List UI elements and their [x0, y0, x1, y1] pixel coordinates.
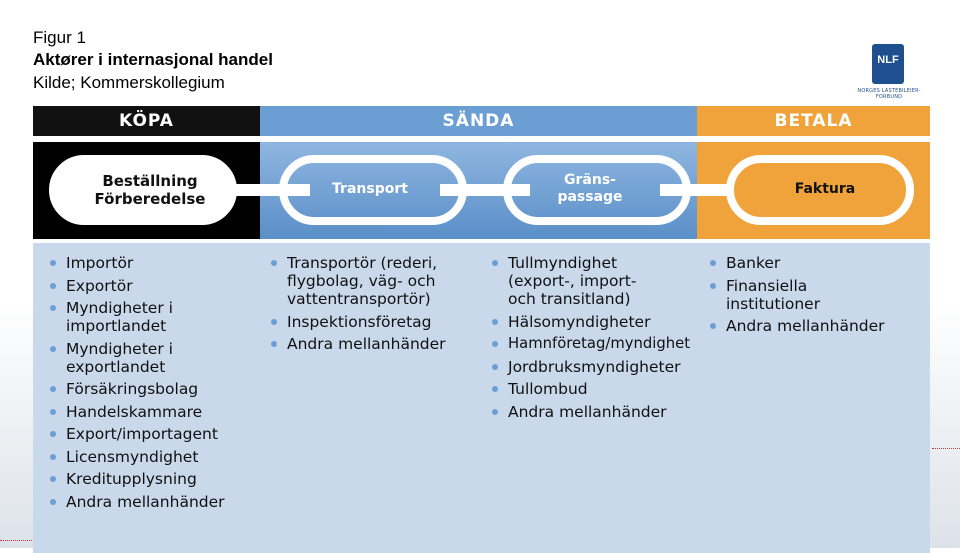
list-item: Försäkringsbolag — [46, 380, 261, 398]
slide-decoration — [932, 448, 960, 449]
chain-link-transport — [279, 155, 467, 225]
link-label-border-line2: passage — [557, 189, 623, 205]
list-item: Andra mellanhänder — [46, 493, 261, 511]
list-item: Hälsomyndigheter — [488, 313, 728, 331]
list-item: Tullombud — [488, 380, 728, 398]
band-kopa: KÖPA — [33, 106, 260, 136]
list-item: Importör — [46, 254, 261, 272]
list-border: Tullmyndighet (export-, import- och tran… — [488, 254, 728, 425]
list-item: Hamnföretag/myndighet — [488, 335, 728, 353]
list-item: Exportör — [46, 277, 261, 295]
band-sanda: SÄNDA — [260, 106, 697, 136]
link-label-order: Beställning Förberedelse — [75, 172, 225, 208]
list-item: Tullmyndighet (export-, import- och tran… — [488, 254, 668, 308]
link-label-border-line1: Gräns- — [564, 172, 616, 188]
list-kopa: Importör Exportör Myndigheter i importla… — [46, 254, 261, 515]
link-label-transport: Transport — [332, 181, 408, 197]
figure-number: Figur 1 — [33, 28, 86, 47]
list-sanda: Transportör (rederi, flygbolag, väg- och… — [267, 254, 482, 358]
link-label-border: Gräns- passage — [525, 172, 655, 206]
band-betala: BETALA — [697, 106, 930, 136]
list-item: Export/importagent — [46, 425, 261, 443]
list-item: Jordbruksmyndigheter — [488, 358, 728, 376]
list-item: Licensmyndighet — [46, 448, 261, 466]
figure-title: Aktører i internasjonal handel — [33, 50, 273, 69]
list-betala: Banker Finansiella institutioner Andra m… — [706, 254, 921, 340]
chain-link-order — [49, 155, 237, 225]
list-item: Transportör (rederi, flygbolag, väg- och… — [267, 254, 477, 308]
nlf-logo: NLF NORGES LASTEBILEIER-FORBUND — [857, 44, 934, 100]
logo-badge — [872, 44, 904, 84]
list-item: Myndigheter i exportlandet — [46, 340, 216, 376]
link-label-invoice: Faktura — [794, 181, 856, 197]
chain-graphic — [49, 155, 914, 225]
chain-connector-2 — [440, 184, 530, 196]
list-item: Kreditupplysning — [46, 470, 261, 488]
list-item: Andra mellanhänder — [706, 317, 921, 335]
logo-mark: NLF — [877, 54, 899, 66]
list-item: Banker — [706, 254, 921, 272]
logo-subtitle: NORGES LASTEBILEIER-FORBUND — [857, 88, 921, 100]
list-item: Handelskammare — [46, 403, 261, 421]
chain-link-invoice — [726, 155, 914, 225]
list-item: Andra mellanhänder — [267, 335, 482, 353]
slide-decoration — [0, 540, 32, 541]
list-item: Finansiella institutioner — [706, 277, 856, 313]
link-label-order-line1: Beställning — [102, 172, 198, 190]
figure-source: Kilde; Kommerskollegium — [33, 73, 225, 92]
list-item: Andra mellanhänder — [488, 403, 728, 421]
actors-panel — [33, 243, 930, 553]
link-label-order-line2: Förberedelse — [94, 190, 206, 208]
list-item: Inspektionsföretag — [267, 313, 482, 331]
chain-link-border — [503, 155, 691, 225]
list-item: Myndigheter i importlandet — [46, 299, 216, 335]
